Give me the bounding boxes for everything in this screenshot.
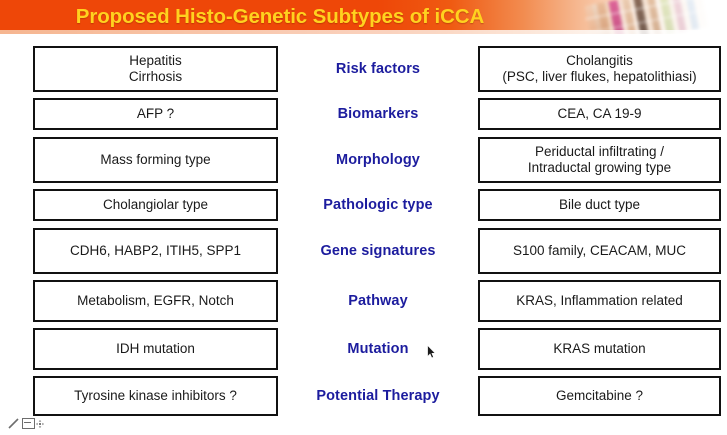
right-line-1: Periductal infiltrating / [534, 143, 665, 159]
left-cell[interactable]: Cholangiolar type [33, 189, 278, 221]
left-line-2: Cirrhosis [128, 69, 183, 84]
left-line-1: Mass forming type [100, 151, 211, 167]
right-cell[interactable]: Bile duct type [478, 189, 721, 221]
right-box: S100 family, CEACAM, MUC [478, 228, 721, 274]
left-line-1: Tyrosine kinase inhibitors ? [74, 387, 237, 403]
table-row: Hepatitis Cirrhosis Risk factors Cholang… [0, 46, 727, 92]
table-row: Mass forming type Morphology Periductal … [0, 137, 727, 183]
category-label-risk-factors: Risk factors [335, 61, 421, 77]
left-cell[interactable]: Tyrosine kinase inhibitors ? [33, 376, 278, 416]
table-row: CDH6, HABP2, ITIH5, SPP1 Gene signatures… [0, 228, 727, 274]
right-box: Gemcitabine ? [478, 376, 721, 416]
left-box: CDH6, HABP2, ITIH5, SPP1 [33, 228, 278, 274]
category-cell: Gene signatures [288, 228, 468, 274]
right-cell[interactable]: Periductal infiltrating / Intraductal gr… [478, 137, 721, 183]
drawing-toolbar-remnant [0, 411, 44, 431]
left-line-1: CDH6, HABP2, ITIH5, SPP1 [69, 242, 242, 258]
category-label-pathologic-type: Pathologic type [323, 197, 433, 213]
right-line-1: KRAS mutation [553, 340, 646, 356]
left-cell[interactable]: CDH6, HABP2, ITIH5, SPP1 [33, 228, 278, 274]
category-label-biomarkers: Biomarkers [337, 106, 419, 122]
histo-genetic-subtype-comparison-grid: Hepatitis Cirrhosis Risk factors Cholang… [0, 34, 727, 435]
right-cell[interactable]: CEA, CA 19-9 [478, 98, 721, 130]
category-label-mutation: Mutation [347, 341, 409, 357]
left-line-1: Hepatitis [129, 52, 182, 68]
category-cell: Potential Therapy [288, 376, 468, 416]
slide-title-banner: Proposed Histo-Genetic Subtypes of iCCA [0, 0, 727, 34]
left-cell[interactable]: Mass forming type [33, 137, 278, 183]
right-line-1: KRAS, Inflammation related [516, 292, 683, 308]
right-line-1: CEA, CA 19-9 [557, 105, 642, 121]
left-box: Metabolism, EGFR, Notch [33, 280, 278, 322]
right-line-1: Gemcitabine ? [555, 387, 644, 403]
right-box: CEA, CA 19-9 [478, 98, 721, 130]
left-cell[interactable]: Hepatitis Cirrhosis [33, 46, 278, 92]
left-cell[interactable]: Metabolism, EGFR, Notch [33, 280, 278, 322]
right-line-1: S100 family, CEACAM, MUC [512, 242, 687, 258]
right-line-1: Cholangitis [566, 52, 633, 68]
category-label-pathway: Pathway [348, 293, 408, 309]
left-cell[interactable]: AFP ? [33, 98, 278, 130]
page-title: Proposed Histo-Genetic Subtypes of iCCA [75, 5, 485, 28]
left-box: Tyrosine kinase inhibitors ? [33, 376, 278, 416]
left-box: Cholangiolar type [33, 189, 278, 221]
move-handle-icon[interactable] [36, 420, 44, 428]
right-box: Cholangitis (PSC, liver flukes, hepatoli… [478, 46, 721, 92]
category-label-morphology: Morphology [336, 152, 420, 168]
banner-bottom-glow [0, 30, 727, 34]
left-box: AFP ? [33, 98, 278, 130]
category-label-potential-therapy: Potential Therapy [316, 388, 440, 404]
left-cell[interactable]: IDH mutation [33, 328, 278, 370]
right-line-1: Bile duct type [558, 196, 641, 212]
line-tool-icon[interactable] [8, 418, 19, 429]
category-cell: Mutation [288, 328, 468, 370]
table-row: IDH mutation Mutation KRAS mutation [0, 328, 727, 370]
right-cell[interactable]: KRAS mutation [478, 328, 721, 370]
right-line-2: Intraductal growing type [527, 160, 672, 175]
left-box: IDH mutation [33, 328, 278, 370]
right-line-2: (PSC, liver flukes, hepatolithiasi) [502, 69, 697, 84]
right-box: KRAS mutation [478, 328, 721, 370]
table-row: Cholangiolar type Pathologic type Bile d… [0, 189, 727, 221]
left-box: Hepatitis Cirrhosis [33, 46, 278, 92]
category-label-gene-signatures: Gene signatures [320, 243, 436, 259]
left-line-1: IDH mutation [116, 340, 195, 356]
category-cell: Morphology [288, 137, 468, 183]
category-cell: Biomarkers [288, 98, 468, 130]
right-box: Periductal infiltrating / Intraductal gr… [478, 137, 721, 183]
right-cell[interactable]: S100 family, CEACAM, MUC [478, 228, 721, 274]
left-line-1: Cholangiolar type [102, 196, 209, 212]
table-row: Metabolism, EGFR, Notch Pathway KRAS, In… [0, 280, 727, 322]
banner-right-fade [586, 0, 727, 34]
right-cell[interactable]: Cholangitis (PSC, liver flukes, hepatoli… [478, 46, 721, 92]
rectangle-tool-icon[interactable] [22, 418, 35, 429]
left-box: Mass forming type [33, 137, 278, 183]
right-box: Bile duct type [478, 189, 721, 221]
table-row: AFP ? Biomarkers CEA, CA 19-9 [0, 98, 727, 130]
mouse-pointer-cursor [427, 345, 436, 359]
right-cell[interactable]: KRAS, Inflammation related [478, 280, 721, 322]
category-cell: Pathologic type [288, 189, 468, 221]
left-line-1: AFP ? [136, 105, 175, 121]
right-cell[interactable]: Gemcitabine ? [478, 376, 721, 416]
category-cell: Pathway [288, 280, 468, 322]
category-cell: Risk factors [288, 46, 468, 92]
table-row: Tyrosine kinase inhibitors ? Potential T… [0, 376, 727, 416]
right-box: KRAS, Inflammation related [478, 280, 721, 322]
left-line-1: Metabolism, EGFR, Notch [77, 292, 234, 308]
